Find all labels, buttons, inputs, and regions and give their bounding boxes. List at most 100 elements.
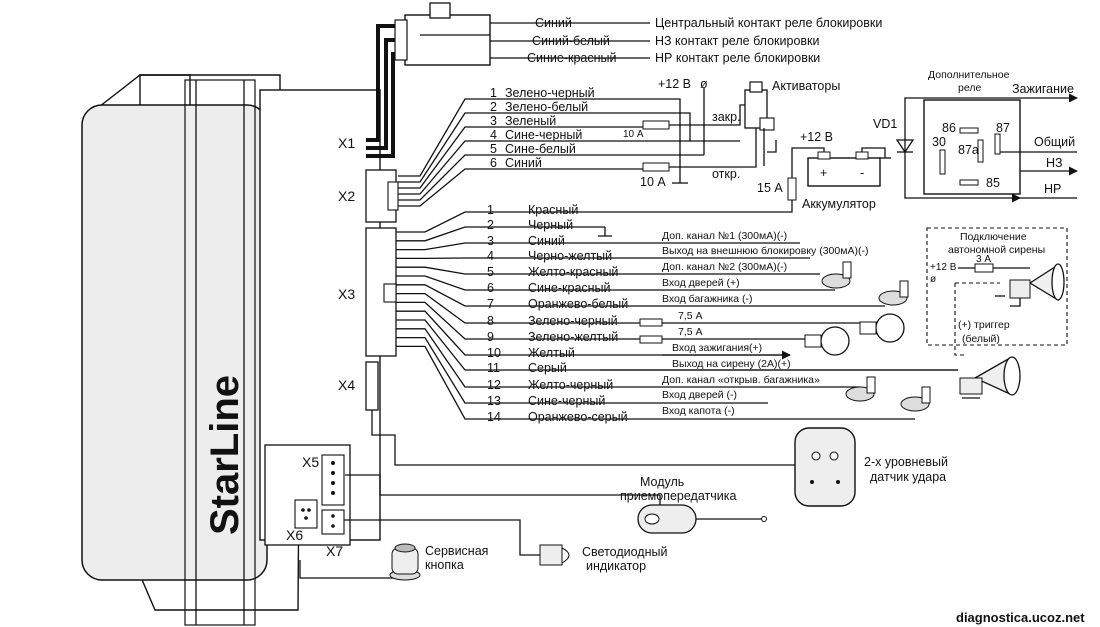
x3-wire-color: Желто-черный: [528, 378, 613, 392]
x3-wire-color: Черный: [528, 218, 573, 232]
x3-wire-number: 14: [487, 410, 501, 424]
siren-title-2: автономной сирены: [948, 244, 1045, 256]
fuse-a-label: 10 А: [623, 129, 644, 140]
actuator-ground-symbol: ø: [700, 77, 708, 91]
x3-wire-color: Зелено-желтый: [528, 330, 618, 344]
x3-wire: [396, 336, 768, 404]
relay-title-2: реле: [958, 82, 981, 94]
relay-out-nc: НЗ: [1046, 156, 1063, 170]
relay-diode: VD1: [873, 117, 897, 131]
x3-wire-color: Желто-красный: [528, 265, 618, 279]
x1-wire-3-color: Синие-красный: [527, 51, 617, 65]
x3-wire-function: Доп. канал №2 (300мА)(-): [662, 261, 787, 273]
additional-relay: [895, 93, 1078, 198]
x3-wire-number: 11: [487, 361, 500, 375]
door-switch-neg-icon: [845, 376, 876, 402]
connector-x4-block: [365, 361, 379, 411]
x3-wire-color: Сине-красный: [528, 281, 611, 295]
x3-wire: [396, 310, 790, 356]
x2-wire-color: Зелено-черный: [505, 86, 595, 100]
x2-wire: [398, 168, 643, 207]
connector-x3-block: [365, 227, 397, 357]
relay-pin-87a: 87a: [958, 143, 979, 157]
x3-wire-function: Доп. канал «открыв. багажника»: [662, 374, 820, 386]
shock-sensor-label-1: 2-х уровневый: [864, 455, 948, 469]
siren-trigger-1: (+) триггер: [958, 319, 1010, 331]
x2-wire-color: Сине-белый: [505, 142, 576, 156]
x3-wire: [396, 226, 605, 242]
watermark-text: diagnostica.ucoz.net: [956, 610, 1085, 625]
x3-wire-function: Доп. канал №1 (300мА)(-): [662, 230, 787, 242]
actuator-unlock: откр.: [712, 167, 740, 181]
x3-wire-number: 13: [487, 394, 501, 408]
battery-label: Аккумулятор: [802, 197, 876, 211]
relay-title-1: Дополнительное: [928, 69, 1010, 81]
x3-wire-function: Выход на внешнюю блокировку (300мА)(-): [662, 245, 868, 257]
x3-wire-color: Зелено-черный: [528, 314, 618, 328]
service-button-icon: [299, 543, 421, 581]
x2-wire-color: Сине-черный: [505, 128, 582, 142]
transceiver-label-1: Модуль: [640, 475, 684, 489]
x2-wire-number: 5: [490, 142, 497, 156]
siren-trigger-2: (белый): [962, 333, 1000, 345]
x2-wire: [669, 160, 757, 168]
relay-out-no: НР: [1044, 182, 1061, 196]
x3-wire: [396, 242, 800, 251]
x3-wire-function: Вход капота (-): [662, 405, 735, 417]
door-switch-icon: [821, 261, 852, 289]
x2-wire-number: 6: [490, 156, 497, 170]
label-x7: X7: [326, 543, 343, 559]
x3-wire-number: 12: [487, 378, 501, 392]
x2-wire: [398, 126, 643, 189]
hood-switch-icon: [900, 386, 931, 412]
x3-wire: [396, 328, 860, 388]
x3-wire-number: 7: [487, 297, 494, 311]
led-label-1: Светодиодный: [582, 545, 667, 559]
x2-wire-color: Синий: [505, 156, 542, 170]
fuse-a: [642, 120, 670, 130]
relay-pin-87: 87: [996, 121, 1010, 135]
x3-wire: [396, 266, 820, 275]
x3-wire-number: 4: [487, 249, 494, 263]
x3-wire-function: Вход багажника (-): [662, 293, 752, 305]
transceiver-label-2: приемопередатчика: [620, 489, 736, 503]
relay-pin-30: 30: [932, 135, 946, 149]
led-indicator: [344, 519, 570, 566]
x3-wire-color: Оранжево-белый: [528, 297, 628, 311]
label-x6: X6: [286, 527, 303, 543]
x3-wire-function: Вход дверей (-): [662, 389, 737, 401]
x3-wiring: [396, 211, 958, 420]
x2-wire: [398, 154, 704, 201]
relay-pin-85: 85: [986, 176, 1000, 190]
x3-wire-function: Выход на сирену (2А)(+): [672, 358, 791, 370]
label-x5: X5: [302, 454, 319, 470]
siren-title-1: Подключение: [960, 231, 1027, 243]
connector-x7-block: [321, 509, 345, 535]
relay-pin-86: 86: [942, 121, 956, 135]
label-x4: X4: [338, 377, 355, 393]
x3-wire: [396, 211, 590, 233]
actuator-lock: закр.: [712, 110, 741, 124]
service-button-label-1: Сервисная: [425, 544, 488, 558]
battery-plus: +: [820, 166, 827, 180]
battery: [590, 147, 891, 213]
x2-wire-number: 3: [490, 114, 497, 128]
fuse-turn-1: [639, 318, 663, 327]
relay-out-common: Общий: [1034, 135, 1075, 149]
x3-wire-number: 2: [487, 218, 494, 232]
x3-wire-number: 9: [487, 330, 494, 344]
x2-wire: [398, 140, 740, 195]
connector-x5-block: [321, 454, 345, 506]
fuse-b: [642, 162, 670, 172]
siren-fuse: 3 А: [976, 254, 991, 265]
x2-wire: [650, 98, 691, 141]
trunk-switch-icon: [878, 280, 909, 306]
x1-wire-2-color: Синий-белый: [532, 34, 610, 48]
actuator-device: [703, 81, 777, 166]
x2-wiring: [398, 98, 757, 207]
x1-wire-1-color: Синий: [535, 16, 572, 30]
fuse-turn-2: [639, 335, 663, 344]
